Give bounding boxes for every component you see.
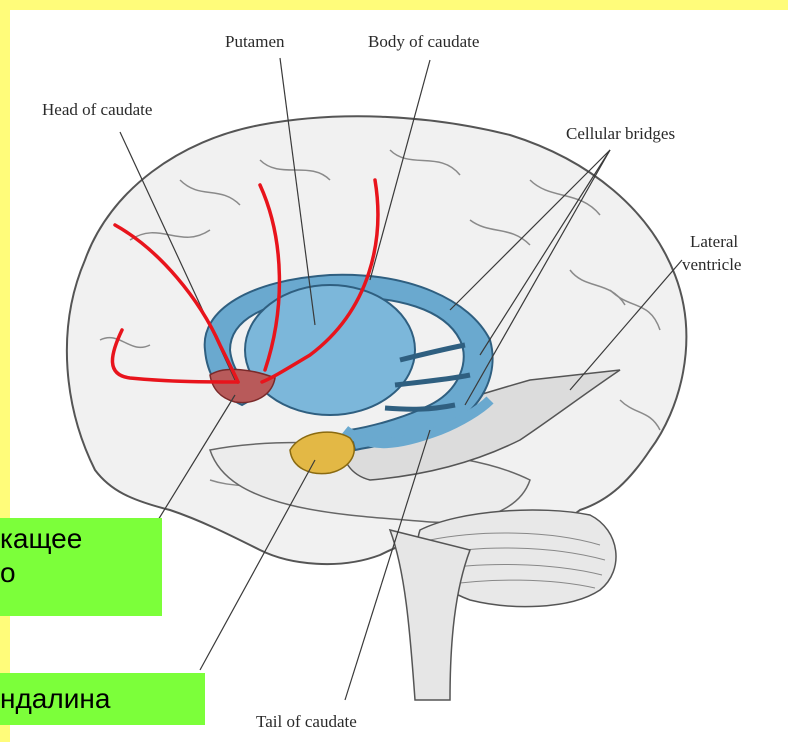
label-putamen: Putamen (225, 32, 285, 52)
overlay-box-2-line1: ндалина (0, 677, 199, 721)
brainstem (390, 530, 470, 700)
overlay-box-1-line2: о (0, 556, 156, 590)
label-body-of-caudate: Body of caudate (368, 32, 479, 52)
label-cellular-bridges: Cellular bridges (566, 124, 675, 144)
overlay-box-1: кащее о (0, 518, 162, 616)
label-head-of-caudate: Head of caudate (42, 100, 152, 120)
label-tail-of-caudate: Tail of caudate (256, 712, 357, 732)
overlay-box-2: ндалина (0, 673, 205, 725)
label-lateral-ventricle-2: ventricle (682, 255, 741, 275)
overlay-box-1-line1: кащее (0, 522, 156, 556)
figure-frame: Putamen Body of caudate Head of caudate … (10, 10, 788, 742)
brain-diagram (10, 10, 788, 742)
label-lateral-ventricle-1: Lateral (690, 232, 738, 252)
